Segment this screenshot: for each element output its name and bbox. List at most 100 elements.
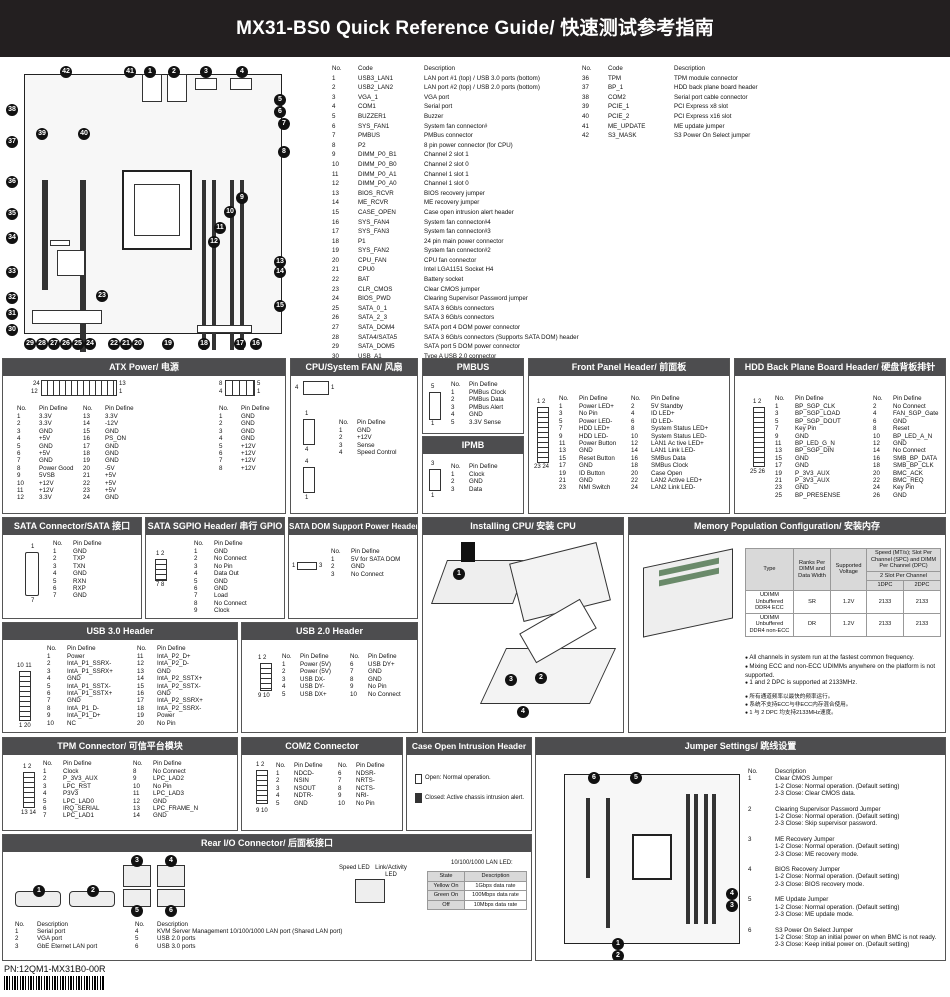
pin-define: PMBus connector — [424, 132, 473, 140]
pin-define: SATA 3 6Gb/s connectors — [424, 314, 495, 322]
pin-number: 3 — [194, 562, 198, 570]
fan-title: CPU/System FAN/ 风扇 — [291, 359, 417, 376]
pin-define: +12V — [241, 442, 256, 450]
pin-row: 6+5V — [17, 450, 76, 457]
col-header-define: Pin Define — [893, 395, 922, 402]
pin-label: 1 20 — [19, 723, 31, 729]
pin-row: 21+5V — [83, 472, 137, 479]
pin-define: GND — [368, 668, 382, 676]
col-header-define: Pin Define — [579, 395, 608, 402]
col-header-define: Pin Define — [469, 463, 498, 470]
col-header-define: Code — [358, 65, 373, 72]
col-header-define: Pin Define — [157, 645, 186, 652]
pin-define: IntA_P2_SSRX- — [157, 704, 202, 712]
pin-number: 2 — [873, 403, 877, 410]
pin-define: Clock — [469, 471, 485, 478]
pin-number: 4 — [47, 675, 51, 683]
pin-number: 41 — [582, 122, 589, 130]
pin-number: 18 — [83, 450, 90, 458]
dimm-slot — [230, 180, 234, 350]
col-type: Type — [745, 548, 794, 591]
pcie-slot — [606, 798, 610, 928]
pin-row: 5+12V — [219, 443, 273, 450]
pin-number: 3 — [219, 427, 223, 435]
led-col-header: State — [427, 871, 465, 882]
jumper-item-setting: 1-2 Close: Normal operation. (Default se… — [775, 843, 900, 851]
pin-number: 13 — [775, 447, 782, 455]
pin-define: LAN2 Active LED+ — [651, 477, 703, 485]
col-header-define: Pin Define — [356, 762, 385, 769]
pin-define: TXN — [73, 562, 86, 570]
pin-number: 5 — [43, 797, 47, 805]
pin-define: +12V — [357, 434, 372, 442]
pin-define: 8 pin power connector (for CPU) — [424, 141, 513, 149]
pin-define: CPU_FAN — [358, 256, 387, 264]
pin-define: NRTS- — [356, 777, 375, 785]
col-header-define: Pin Define — [73, 540, 102, 547]
pin-number: 5 — [559, 417, 563, 425]
pin-define: GND — [241, 435, 255, 443]
layout-callout-38: 38 — [6, 104, 18, 116]
pin-number: 24 — [873, 484, 880, 492]
rear-col-desc: Description — [157, 921, 188, 928]
pin-define: +5V — [39, 435, 51, 443]
pin-define: Case open intrusion alert header — [424, 208, 514, 216]
pin-number: 18 — [631, 462, 638, 470]
pin-define: GND — [73, 570, 87, 578]
pin-define: S3_MASK — [608, 132, 637, 140]
pin-number: 25 — [332, 304, 339, 312]
pin-define: IntA_P2_D+ — [157, 653, 191, 660]
pin-number: 4 — [135, 928, 139, 935]
pin-define: GND — [795, 432, 809, 440]
pin-define: No Connect — [893, 447, 926, 455]
dimm-slot — [686, 794, 690, 924]
pin-number: 4 — [194, 570, 198, 578]
pin-define: No Pin — [157, 719, 176, 727]
pin-define: GND — [469, 478, 483, 486]
rear-io-title: Rear I/O Connector/ 后面板接口 — [3, 835, 531, 852]
pin-define: LPC_LAD2 — [153, 775, 184, 783]
layout-callout-28: 28 — [36, 338, 48, 350]
jumper-item-name: BIOS Recovery Jumper — [775, 866, 840, 874]
pin-define: System fan connector#3 — [424, 228, 491, 236]
pin-number: 6 — [53, 585, 57, 593]
pin-define: GND — [579, 477, 593, 485]
pin-define: FAN_SGP_Gate — [893, 410, 939, 418]
pin-number: 3 — [775, 410, 779, 418]
pin-define: PS_ON — [105, 435, 126, 443]
col-header-no: No. — [339, 419, 349, 426]
pin-define: 3.3V — [39, 420, 52, 428]
pin-number: 3 — [17, 427, 21, 435]
layout-callout-16: 16 — [250, 338, 262, 350]
pin-number: 21 — [332, 266, 339, 274]
pin-label: 23 24 — [534, 464, 550, 470]
cpu-socket-inner — [134, 184, 180, 236]
pin-define: Power — [157, 712, 175, 720]
pin-define: USB3_LAN1 — [358, 74, 394, 82]
pin-number: 10 — [332, 160, 339, 168]
pin-define: Power — [67, 653, 85, 660]
